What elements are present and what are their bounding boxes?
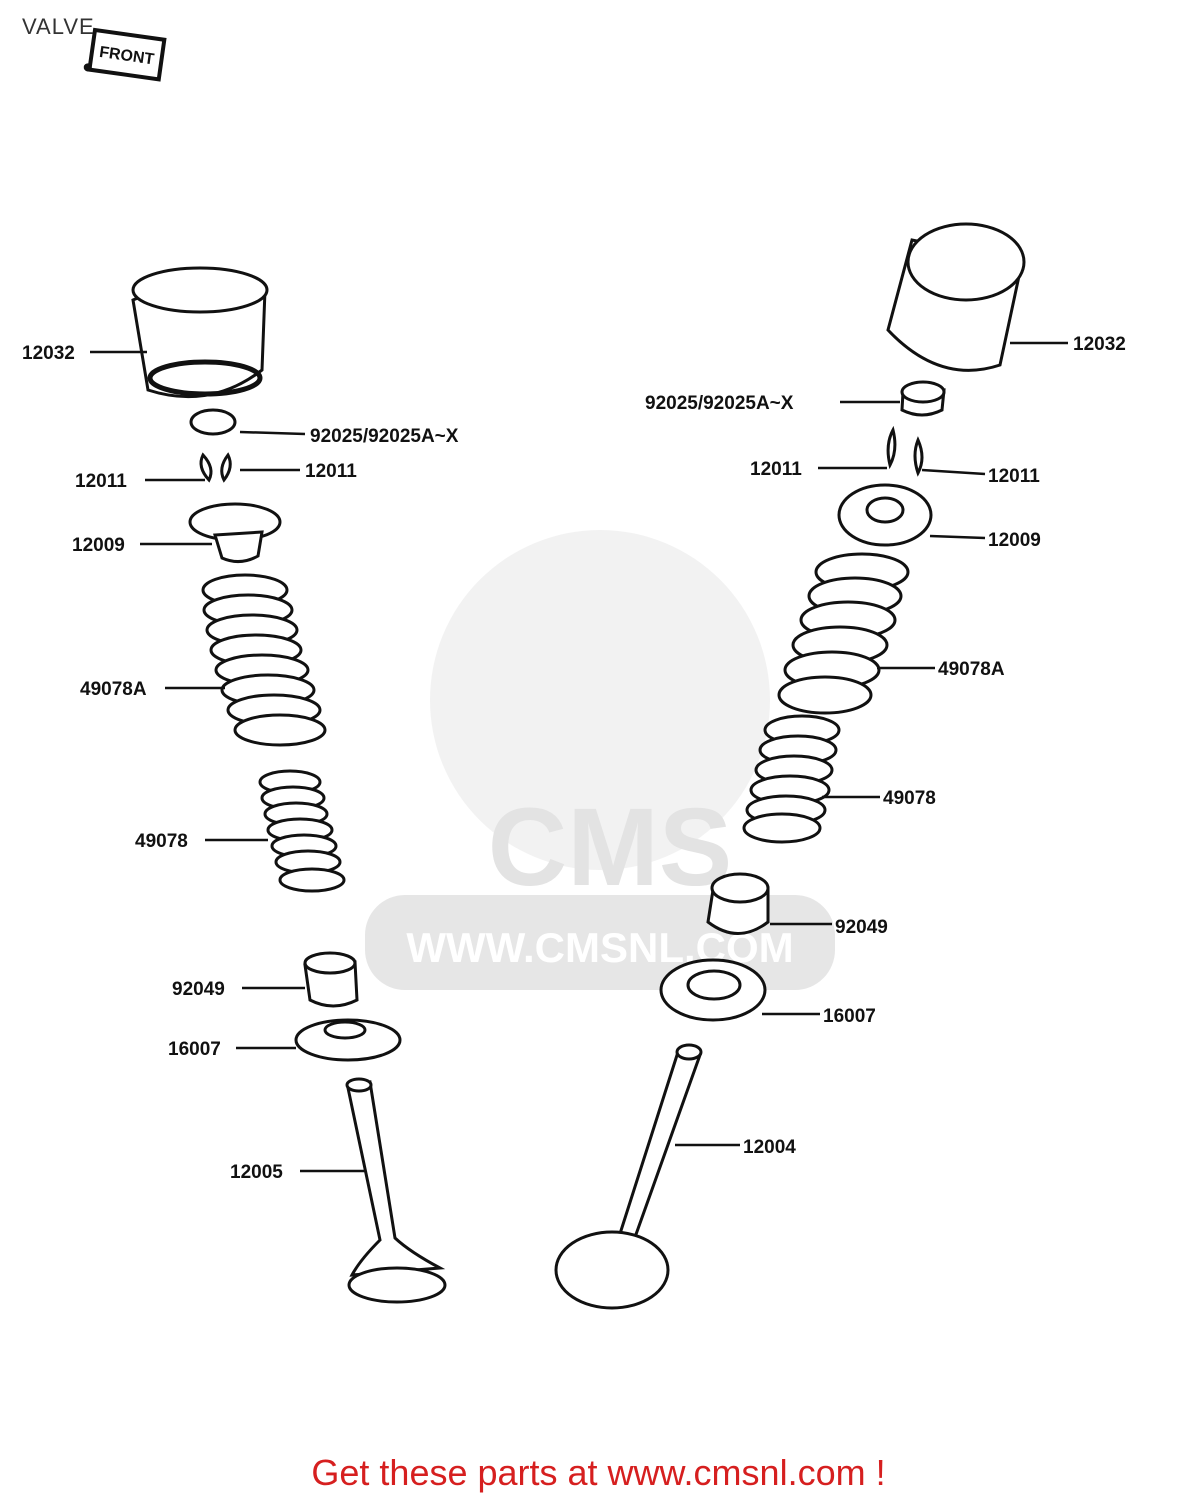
label-right-valve: 12004 [743,1137,796,1158]
label-left-inner-spring: 49078 [135,831,188,852]
label-right-seal: 92049 [835,917,888,938]
right-seal [706,872,770,935]
label-left-seal: 92049 [172,979,225,1000]
label-right-outer-spring: 49078A [938,659,1005,680]
left-valve-stack [131,266,447,1304]
right-retainer [837,483,933,547]
label-right-keeper-b: 12011 [988,466,1040,487]
left-outer-spring [201,573,327,747]
label-left-valve: 12005 [230,1162,283,1183]
valve-diagram: CMS WWW.CMSNL.COM FRONT [22,27,1126,1310]
front-tag: FRONT [83,27,167,82]
right-keepers [886,425,924,477]
label-right-inner-spring: 49078 [883,788,936,809]
label-right-retainer: 12009 [988,530,1041,551]
left-inner-spring [258,769,346,893]
left-shim [189,408,237,436]
part-labels-right: 12032 92025/92025A~X 12011 12011 12009 4… [645,334,1126,1158]
watermark-brand: CMS [488,786,732,909]
label-right-shim: 92025/92025A~X [645,393,794,414]
label-left-retainer: 12009 [72,535,125,556]
left-tappet [131,266,269,399]
right-spring-seat [659,958,767,1022]
left-retainer [188,502,282,563]
left-spring-seat [294,1018,402,1062]
right-tappet [886,222,1026,372]
label-left-keeper-b: 12011 [305,461,357,482]
left-keepers [199,452,232,483]
label-left-tappet: 12032 [22,343,75,364]
label-left-outer-spring: 49078A [80,679,147,700]
left-valve [345,1077,447,1304]
right-outer-spring [777,552,910,715]
label-right-keeper-a: 12011 [750,459,802,480]
right-valve-stack [554,222,1026,1310]
footer-link-text[interactable]: Get these parts at www.cmsnl.com ! [311,1452,886,1493]
label-right-tappet: 12032 [1073,334,1126,355]
right-valve [554,1043,703,1310]
label-right-spring-seat: 16007 [823,1006,876,1027]
right-inner-spring [742,714,841,844]
page-title: VALVE [22,14,95,39]
right-shim [900,380,946,417]
label-left-spring-seat: 16007 [168,1039,221,1060]
label-left-shim: 92025/92025A~X [310,426,459,447]
left-seal [303,951,359,1008]
part-labels-left: 12032 92025/92025A~X 12011 12011 12009 4… [22,343,459,1183]
leader-lines [90,341,1068,1173]
label-left-keeper-a: 12011 [75,471,127,492]
